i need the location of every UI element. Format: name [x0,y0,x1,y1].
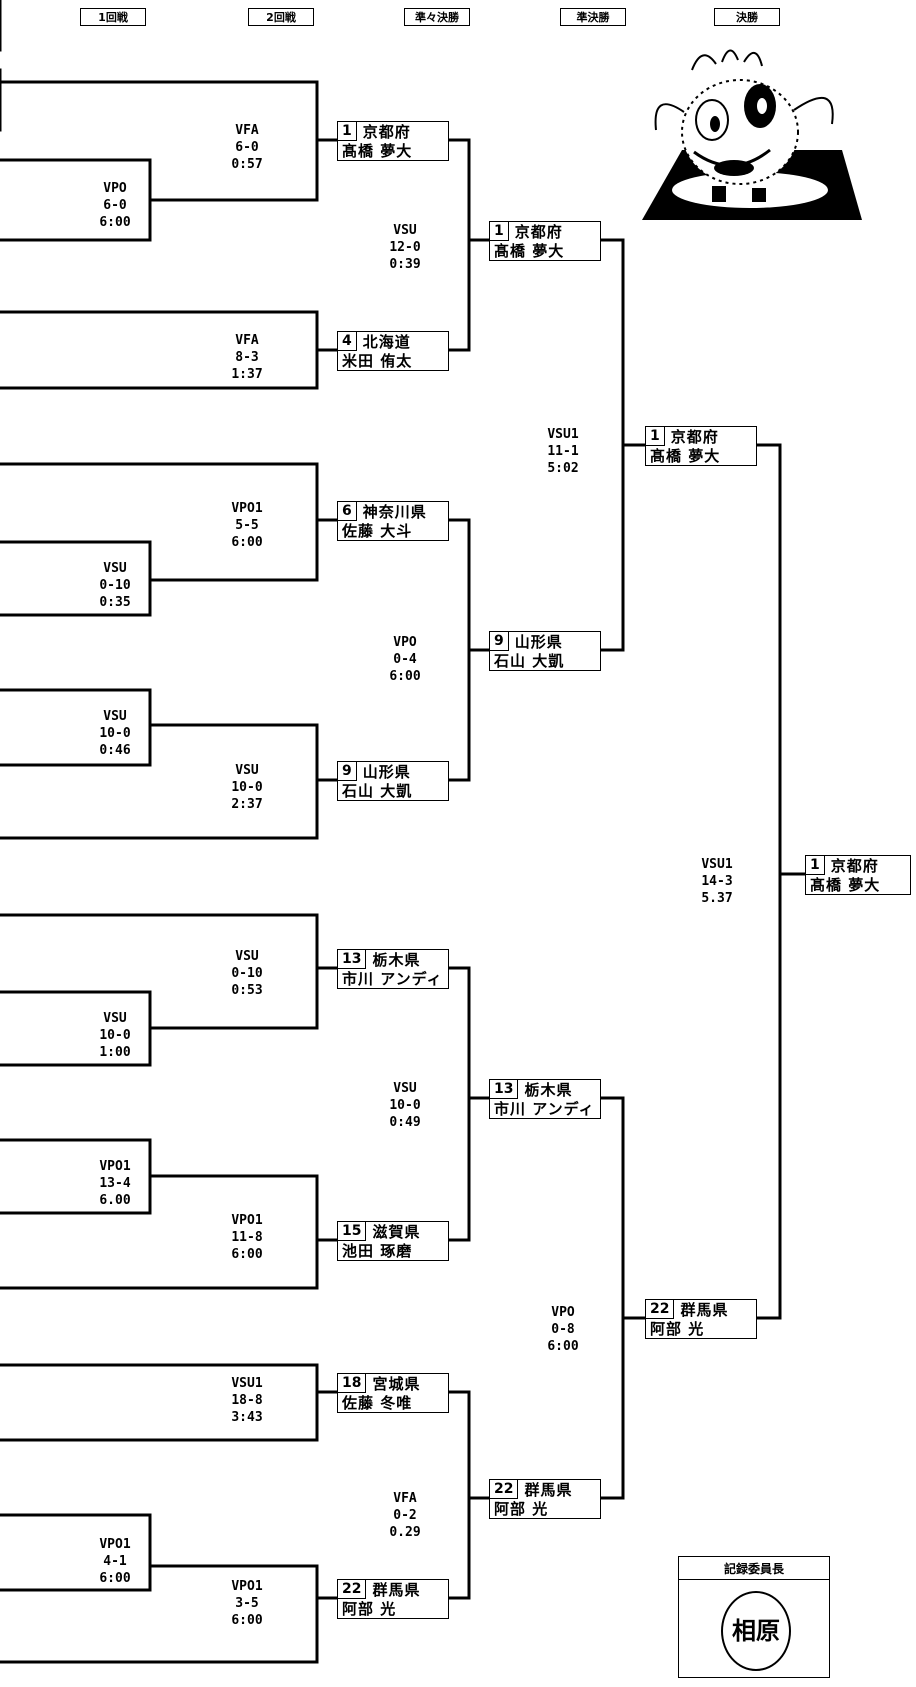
round-header-qf: 準々決勝 [404,8,470,26]
mascot-illustration [642,49,862,220]
recorder-stamp-box: 記録委員長 相原 [678,1556,830,1678]
round-header-final: 決勝 [714,8,780,26]
round-header-sf: 準決勝 [560,8,626,26]
recorder-seal: 相原 [721,1591,791,1671]
round-header-1: 1回戦 [80,8,146,26]
recorder-title: 記録委員長 [679,1557,829,1580]
round-header-2: 2回戦 [248,8,314,26]
